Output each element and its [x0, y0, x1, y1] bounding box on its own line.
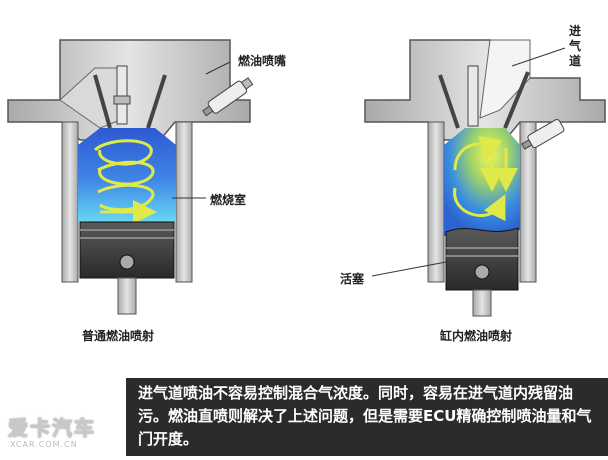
- right-piston: [445, 227, 519, 317]
- right-fuel-injector: [521, 119, 565, 150]
- title-conventional-injection: 普通燃油喷射: [82, 329, 155, 343]
- left-spark-plug: [116, 65, 128, 125]
- right-cylinder-wall-left: [427, 121, 445, 283]
- left-fuel-injector: [202, 77, 254, 117]
- label-fuel-injector: 燃油喷嘴: [238, 54, 287, 68]
- right-tumble-flow: [453, 135, 518, 222]
- left-cylinder-wall-left: [61, 121, 79, 283]
- right-intake-valve: [438, 74, 460, 129]
- label-piston: 活塞: [340, 272, 365, 286]
- right-spark-plug: [467, 65, 479, 127]
- watermark-url: XCAR.COM.CN: [10, 440, 78, 449]
- right-exhaust-valve: [503, 71, 530, 129]
- left-connecting-rod: [117, 277, 137, 315]
- label-intake-port: 进气道: [568, 24, 581, 68]
- left-piston: [79, 221, 175, 315]
- right-intake-port: [479, 39, 531, 119]
- caption-text: 进气道喷油不容易控制混合气浓度。同时，容易在进气道内残留油污。燃油直喷则解决了上…: [138, 384, 592, 448]
- right-connecting-rod: [472, 289, 492, 317]
- left-exhaust-valve: [146, 74, 167, 129]
- caption-box: 进气道喷油不容易控制混合气浓度。同时，容易在进气道内残留油污。燃油直喷则解决了上…: [126, 378, 608, 456]
- label-combustion-chamber: 燃烧室: [210, 193, 247, 207]
- left-cylinder-wall-right: [175, 121, 193, 283]
- watermark-logo-text: 爱卡汽车: [8, 416, 96, 441]
- right-engine: [364, 39, 606, 317]
- left-intake-valve: [93, 74, 112, 129]
- left-engine: [7, 39, 254, 315]
- watermark-logo: 爱卡汽车 XCAR.COM.CN: [8, 412, 124, 456]
- title-direct-injection: 缸内燃油喷射: [440, 329, 513, 343]
- left-swirl-flow: [93, 139, 157, 224]
- left-cylinder-head: [7, 39, 251, 141]
